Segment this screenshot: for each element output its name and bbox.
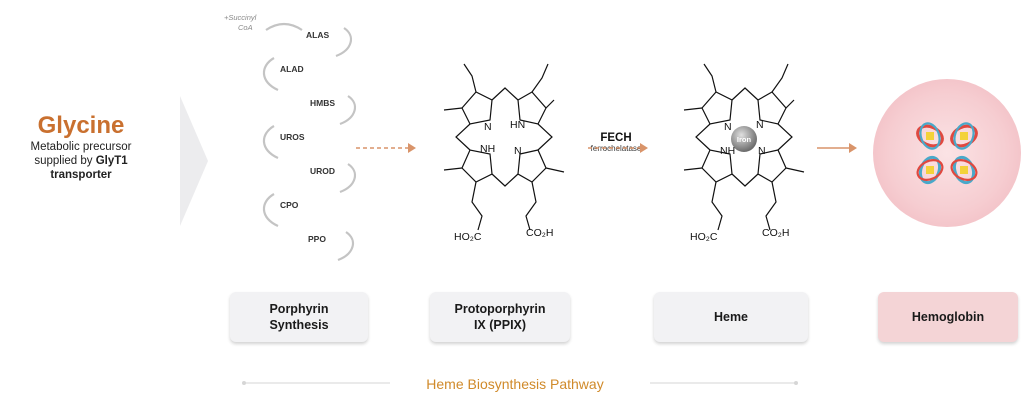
enzyme-label-hmbs: HMBS [310, 98, 335, 108]
fech-label: FECH ferrochelatase [577, 132, 655, 153]
dashed-arrow-1 [356, 143, 416, 153]
glycine-desc-line3: transporter [0, 168, 162, 182]
iron-atom [731, 126, 757, 152]
coa-label: CoA [238, 23, 253, 32]
glycine-block: Glycine Metabolic precursor supplied by … [0, 112, 162, 182]
stage-card-porphyrin-synthesis: Porphyrin Synthesis [230, 292, 368, 342]
glycine-desc-prefix: supplied by [34, 155, 96, 167]
glycine-desc-line2: supplied by GlyT1 [0, 154, 162, 168]
fech-name: FECH [600, 132, 632, 144]
hemoglobin-glow [873, 79, 1021, 227]
succinyl-connector [265, 22, 303, 31]
pathway-label: Heme Biosynthesis Pathway [426, 376, 604, 392]
heme-acid-right: CO₂H [762, 227, 789, 239]
ppix-acid-left: HO₂C [454, 231, 482, 243]
heme-n-label: N [724, 121, 732, 133]
enzyme-label-alad: ALAD [280, 64, 304, 74]
enzyme-label-cpo: CPO [280, 200, 299, 210]
fech-full-name: ferrochelatase [590, 144, 642, 153]
enzyme-connector-1 [335, 27, 353, 58]
heme-n2-label: N [756, 119, 764, 131]
pathway-timeline [242, 381, 798, 385]
stage-card-ppix: Protoporphyrin IX (PPIX) [430, 292, 570, 342]
enzyme-connector-3 [339, 95, 357, 126]
glycine-title: Glycine [37, 112, 125, 139]
glyt1-label: GlyT1 [95, 155, 128, 167]
ppix-acid-right: CO₂H [526, 227, 553, 239]
ppix-n-label: N [484, 121, 492, 133]
enzyme-label-alas: ALAS [306, 30, 329, 40]
enzyme-connector-6 [262, 193, 279, 228]
ppix-nh-label: NH [480, 143, 495, 155]
stage-card-heme: Heme [654, 292, 808, 342]
succinyl-label: +Succinyl [224, 13, 257, 22]
hemoglobin-illustration [873, 79, 1021, 227]
enzyme-connector-5 [339, 163, 357, 194]
ppix-n2-label: N [514, 145, 522, 157]
heme-n3-label: N [758, 145, 766, 157]
enzyme-label-uros: UROS [280, 132, 305, 142]
ppix-hn-label: HN [510, 119, 525, 131]
chevron-right-icon [180, 96, 208, 226]
solid-arrow [817, 143, 857, 153]
enzyme-connector-7 [337, 231, 355, 262]
transporter-label: transporter [50, 169, 112, 181]
enzyme-connector-2 [262, 57, 279, 92]
ppix-molecule: N HN NH N HO₂C CO₂H [443, 63, 565, 243]
enzyme-label-ppo: PPO [308, 234, 326, 244]
enzyme-label-urod: UROD [310, 166, 335, 176]
hemoglobin-subunits [916, 122, 978, 185]
enzyme-cascade: +Succinyl CoA ALAS ALAD HMBS UROS UROD CPO PPO [224, 13, 357, 262]
enzyme-connector-4 [262, 125, 279, 160]
stage-card-hemoglobin: Hemoglobin [878, 292, 1018, 342]
glycine-desc-line1: Metabolic precursor [30, 141, 132, 153]
heme-acid-left: HO₂C [690, 231, 718, 243]
heme-molecule: Iron N N NH N HO₂C CO₂H [683, 63, 805, 243]
iron-label: Iron [737, 135, 752, 144]
heme-nh-label: NH [720, 145, 735, 157]
dashed-arrow-2 [588, 143, 648, 153]
